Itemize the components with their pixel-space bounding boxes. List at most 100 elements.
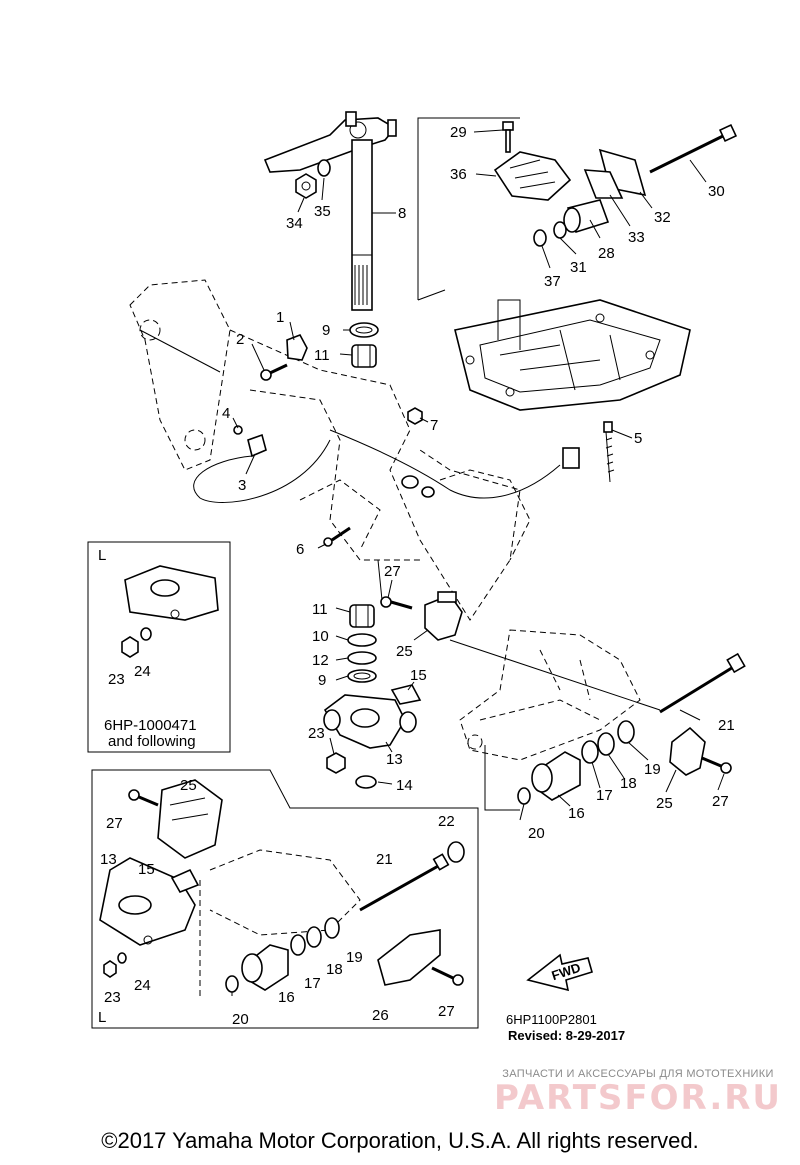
callout-6: 6 xyxy=(296,541,304,558)
callout-9b: 9 xyxy=(318,672,326,689)
bolt-27 xyxy=(380,596,413,610)
callout-20b: 20 xyxy=(232,1011,249,1028)
parts-diagram: FWD xyxy=(87,111,746,1043)
clip-14 xyxy=(355,775,377,789)
callout-29: 29 xyxy=(450,124,467,141)
callout-3: 3 xyxy=(238,477,246,494)
nut-34 xyxy=(295,173,317,199)
wire-harness xyxy=(329,429,580,499)
watermark: ЗАПЧАСТИ И АКСЕССУАРЫ ДЛЯ МОТОТЕХНИКИ PA… xyxy=(488,1068,788,1116)
callout-9: 9 xyxy=(322,322,330,339)
drawing-code: 6HP1100P2801 xyxy=(506,1012,597,1027)
callout-25b: 25 xyxy=(656,795,673,812)
lower-mount-bracket-13 xyxy=(323,694,417,749)
mount-cover-25 xyxy=(424,591,463,641)
callout-23: 23 xyxy=(308,725,325,742)
clip-15 xyxy=(390,684,422,705)
lower-casing xyxy=(459,629,641,761)
callout-27d: 27 xyxy=(438,1003,455,1020)
callout-28: 28 xyxy=(598,245,615,262)
callout-16b: 16 xyxy=(278,989,295,1006)
bolt-21 xyxy=(659,652,746,714)
clip-3-4 xyxy=(193,425,331,503)
plate-32 xyxy=(583,148,647,199)
washer-20 xyxy=(517,787,531,805)
callout-18: 18 xyxy=(620,775,637,792)
screw-5 xyxy=(603,421,615,483)
clamp-bracket xyxy=(129,279,531,621)
revision-date: Revised: 8-29-2017 xyxy=(508,1028,625,1043)
callout-32: 32 xyxy=(654,209,671,226)
steering-arm xyxy=(263,111,397,173)
bolt-30 xyxy=(649,123,738,174)
callout-34: 34 xyxy=(286,215,303,232)
callout-27c: 27 xyxy=(106,815,123,832)
mount-cover-25b xyxy=(669,726,706,776)
callout-13: 13 xyxy=(386,751,403,768)
callout-4: 4 xyxy=(222,405,230,422)
callout-27b: 27 xyxy=(712,793,729,810)
callout-21b: 21 xyxy=(376,851,393,868)
callout-24: 24 xyxy=(134,663,151,680)
callout-7: 7 xyxy=(430,417,438,434)
callout-19: 19 xyxy=(644,761,661,778)
nut-23 xyxy=(326,752,346,774)
callout-10: 10 xyxy=(312,628,329,645)
callout-23c: 23 xyxy=(104,989,121,1006)
inset-bottom-marker: L xyxy=(98,1009,106,1026)
callout-23b: 23 xyxy=(108,671,125,688)
callout-36: 36 xyxy=(450,166,467,183)
washers-17-18-19 xyxy=(581,720,635,764)
washer-9 xyxy=(349,322,379,338)
inset-top xyxy=(87,541,231,753)
steering-shaft xyxy=(351,139,373,311)
callout-33: 33 xyxy=(628,229,645,246)
callout-11: 11 xyxy=(314,347,330,364)
callout-20: 20 xyxy=(528,825,545,842)
bolt-2 xyxy=(260,363,288,381)
callout-5: 5 xyxy=(634,430,642,447)
callout-1: 1 xyxy=(276,309,284,326)
watermark-tagline: ЗАПЧАСТИ И АКСЕССУАРЫ ДЛЯ МОТОТЕХНИКИ xyxy=(502,1068,774,1080)
damper-28 xyxy=(563,199,610,233)
bushing-11 xyxy=(351,344,377,368)
callout-30: 30 xyxy=(708,183,725,200)
callout-18b: 18 xyxy=(326,961,343,978)
callout-15: 15 xyxy=(410,667,427,684)
washers-10-12-9 xyxy=(347,633,377,683)
engine-mount-frame xyxy=(454,299,691,411)
washer-35 xyxy=(317,159,331,177)
inset-bottom xyxy=(91,769,479,1029)
screw-6 xyxy=(323,526,351,547)
inset-top-note-1: 6HP-1000471 xyxy=(104,717,197,734)
bolt-29 xyxy=(502,121,514,153)
callout-11b: 11 xyxy=(312,601,328,618)
callout-17b: 17 xyxy=(304,975,321,992)
mount-bracket-36 xyxy=(493,151,572,201)
callout-13b: 13 xyxy=(100,851,117,868)
callout-31: 31 xyxy=(570,259,587,276)
callout-24b: 24 xyxy=(134,977,151,994)
bushing-11b xyxy=(349,604,375,628)
bolt-27b xyxy=(701,756,732,774)
callout-35: 35 xyxy=(314,203,331,220)
watermark-logo: PARTSFOR.RU xyxy=(493,1078,783,1118)
callout-37: 37 xyxy=(544,273,561,290)
grommet-1 xyxy=(286,334,308,361)
inset-top-note-2: and following xyxy=(108,733,196,750)
callout-16: 16 xyxy=(568,805,585,822)
damper-16 xyxy=(531,751,581,801)
callout-2: 2 xyxy=(236,331,244,348)
nut-7 xyxy=(407,407,423,425)
callout-12: 12 xyxy=(312,652,329,669)
callout-14: 14 xyxy=(396,777,413,794)
washers-31-37 xyxy=(533,221,567,247)
copyright-footer: ©2017 Yamaha Motor Corporation, U.S.A. A… xyxy=(101,1128,699,1153)
callout-26: 26 xyxy=(372,1007,389,1024)
callout-25: 25 xyxy=(396,643,413,660)
fwd-arrow: FWD xyxy=(526,953,593,992)
inset-top-marker: L xyxy=(98,547,106,564)
callout-27: 27 xyxy=(384,563,401,580)
callout-15b: 15 xyxy=(138,861,155,878)
callout-8: 8 xyxy=(398,205,406,222)
